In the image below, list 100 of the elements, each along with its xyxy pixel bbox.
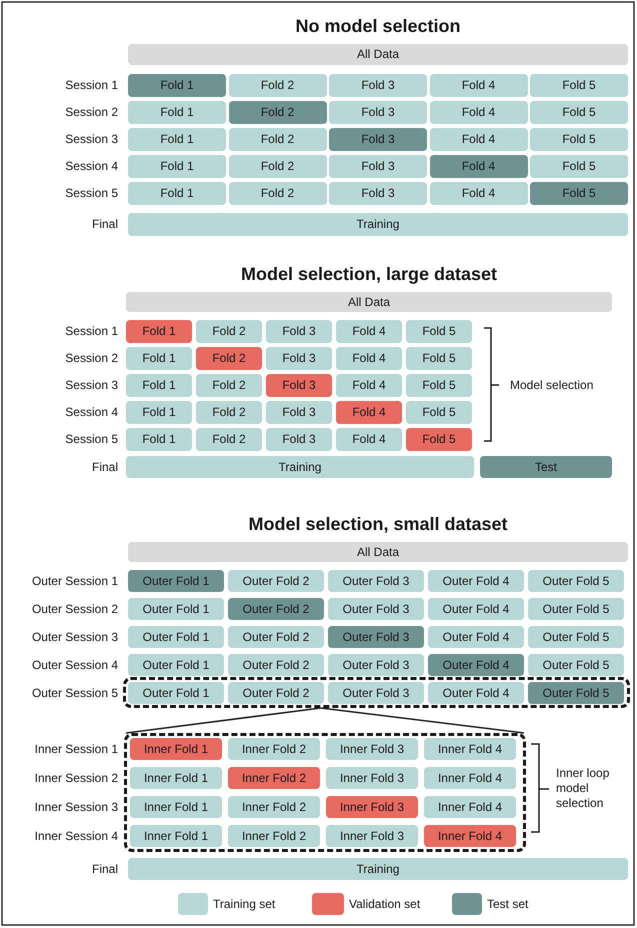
fold-tile: Fold 2 (196, 320, 262, 343)
fold-tile: Fold 4 (430, 128, 528, 151)
fold-tile: Inner Fold 3 (326, 825, 418, 847)
session-label: Session 1 (64, 77, 118, 94)
fold-tile: Outer Fold 5 (528, 654, 624, 676)
all-data-bar: All Data (126, 292, 612, 312)
fold-tile: Fold 2 (228, 74, 326, 97)
fold-tile: Outer Fold 3 (328, 626, 424, 648)
fold-tile: Fold 1 (128, 74, 226, 97)
fold-tile: Outer Fold 2 (228, 598, 324, 620)
session-label: Session 2 (64, 350, 118, 367)
fold-tile: Outer Fold 3 (328, 654, 424, 676)
connector-line (320, 707, 524, 734)
fold-tile: Inner Fold 4 (424, 767, 516, 789)
fold-tile: Fold 2 (228, 155, 326, 178)
fold-tile: Inner Fold 3 (326, 767, 418, 789)
fold-tile: Inner Fold 4 (424, 738, 516, 760)
fold-tile: Fold 1 (128, 155, 226, 178)
fold-tile: Inner Fold 1 (130, 767, 222, 789)
fold-tile: Outer Fold 1 (128, 626, 224, 648)
test-bar: Test (480, 456, 612, 478)
session-label: Session 1 (64, 323, 118, 340)
fold-tile: Fold 3 (266, 347, 332, 370)
session-label: Session 3 (64, 377, 118, 394)
session-label: Inner Session 4 (34, 828, 118, 845)
fold-tile: Fold 5 (530, 128, 628, 151)
fold-tile: Outer Fold 2 (228, 626, 324, 648)
fold-tile: Outer Fold 5 (528, 598, 624, 620)
fold-tile: Outer Fold 1 (128, 654, 224, 676)
session-label: Outer Session 5 (30, 685, 118, 702)
fold-tile: Inner Fold 3 (326, 796, 418, 818)
session-label: Session 4 (64, 404, 118, 421)
fold-tile: Inner Fold 1 (130, 825, 222, 847)
all-data-bar: All Data (128, 542, 628, 562)
fold-tile: Fold 4 (430, 182, 528, 205)
fold-tile: Fold 3 (266, 320, 332, 343)
training-bar: Training (126, 456, 474, 478)
fold-tile: Fold 5 (530, 182, 628, 205)
training-bar: Training (128, 213, 628, 236)
fold-tile: Fold 3 (329, 182, 427, 205)
fold-tile: Fold 3 (266, 428, 332, 451)
fold-tile: Outer Fold 1 (128, 570, 224, 592)
fold-tile: Outer Fold 5 (528, 682, 624, 704)
fold-tile: Fold 3 (266, 401, 332, 424)
fold-tile: Fold 3 (329, 128, 427, 151)
fold-tile: Fold 4 (336, 428, 402, 451)
fold-tile: Outer Fold 1 (128, 682, 224, 704)
session-label: Inner Session 1 (34, 741, 118, 758)
fold-tile: Fold 4 (336, 320, 402, 343)
fold-tile: Outer Fold 5 (528, 570, 624, 592)
fold-tile: Inner Fold 3 (326, 738, 418, 760)
fold-tile: Fold 1 (128, 101, 226, 124)
session-label: Session 2 (64, 104, 118, 121)
fold-tile: Outer Fold 3 (328, 570, 424, 592)
fold-tile: Fold 2 (196, 401, 262, 424)
fold-tile: Outer Fold 3 (328, 598, 424, 620)
bracket-label: Inner loop model selection (556, 766, 610, 811)
fold-tile: Fold 5 (530, 101, 628, 124)
fold-tile: Outer Fold 2 (228, 682, 324, 704)
fold-tile: Fold 1 (126, 347, 192, 370)
session-label: Session 5 (64, 185, 118, 202)
fold-tile: Fold 5 (530, 155, 628, 178)
fold-tile: Fold 2 (196, 374, 262, 397)
fold-tile: Fold 2 (228, 101, 326, 124)
fold-tile: Fold 1 (126, 428, 192, 451)
session-label: Final (90, 459, 118, 476)
fold-tile: Fold 4 (336, 401, 402, 424)
session-label: Session 4 (64, 158, 118, 175)
fold-tile: Fold 1 (126, 374, 192, 397)
fold-tile: Fold 5 (406, 401, 472, 424)
fold-tile: Fold 4 (430, 155, 528, 178)
connector-line (126, 707, 321, 734)
session-label: Session 3 (64, 131, 118, 148)
fold-tile: Inner Fold 2 (228, 825, 320, 847)
session-label: Outer Session 3 (30, 629, 118, 646)
fold-tile: Fold 1 (128, 128, 226, 151)
fold-tile: Fold 2 (196, 428, 262, 451)
fold-tile: Outer Fold 4 (428, 626, 524, 648)
fold-tile: Fold 3 (329, 155, 427, 178)
fold-tile: Inner Fold 2 (228, 738, 320, 760)
dashed-outline (124, 733, 526, 852)
fold-tile: Fold 5 (406, 374, 472, 397)
section-title: Model selection, large dataset (240, 263, 498, 286)
session-label: Outer Session 4 (30, 657, 118, 674)
fold-tile: Outer Fold 2 (228, 570, 324, 592)
fold-tile: Fold 1 (126, 401, 192, 424)
fold-tile: Fold 4 (336, 374, 402, 397)
bracket-label: Model selection (510, 377, 594, 394)
fold-tile: Outer Fold 2 (228, 654, 324, 676)
fold-tile: Fold 4 (336, 347, 402, 370)
fold-tile: Fold 4 (430, 74, 528, 97)
fold-tile: Fold 5 (406, 428, 472, 451)
fold-tile: Outer Fold 4 (428, 654, 524, 676)
session-label: Session 5 (64, 431, 118, 448)
fold-tile: Inner Fold 2 (228, 796, 320, 818)
legend-label: Validation set (349, 896, 420, 913)
fold-tile: Outer Fold 3 (328, 682, 424, 704)
session-label: Final (90, 216, 118, 233)
fold-tile: Fold 5 (530, 74, 628, 97)
all-data-bar: All Data (128, 44, 628, 65)
